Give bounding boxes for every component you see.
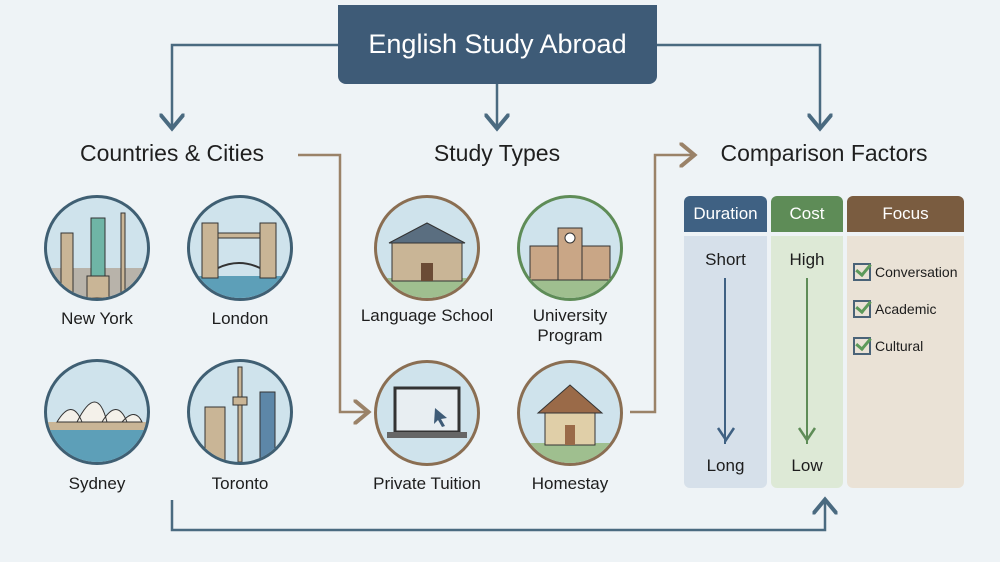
study-types-heading: Study Types xyxy=(433,140,561,166)
study-type-label: University Program xyxy=(532,306,608,345)
private-tuition-icon xyxy=(374,360,480,466)
down-arrow-icon xyxy=(806,278,808,444)
arrowhead-icon xyxy=(797,427,817,443)
focus-label: Conversation xyxy=(875,264,958,280)
homestay-icon xyxy=(517,360,623,466)
cost-high: High xyxy=(789,250,825,269)
duration-long: Long xyxy=(706,456,745,475)
arrowhead-icon xyxy=(716,427,736,443)
london-icon xyxy=(187,195,293,301)
countries-heading: Countries & Cities xyxy=(79,140,265,166)
city-label: London xyxy=(211,309,269,328)
down-arrow-icon xyxy=(724,278,726,444)
city-label: New York xyxy=(61,309,133,328)
cost-column: High Low xyxy=(771,236,843,488)
toronto-icon xyxy=(187,359,293,465)
checkbox-icon xyxy=(853,263,871,281)
focus-item: Academic xyxy=(853,300,936,318)
duration-header: Duration xyxy=(684,196,767,232)
language-school-icon xyxy=(374,195,480,301)
duration-short: Short xyxy=(705,250,746,269)
focus-item: Cultural xyxy=(853,337,923,355)
study-type-label: Private Tuition xyxy=(373,474,481,493)
duration-column: Short Long xyxy=(684,236,767,488)
main-title: English Study Abroad xyxy=(338,5,657,84)
focus-item: Conversation xyxy=(853,263,958,281)
university-program-icon xyxy=(517,195,623,301)
new-york-icon xyxy=(44,195,150,301)
study-type-label: Homestay xyxy=(531,474,609,493)
focus-label: Cultural xyxy=(875,338,924,354)
city-label: Sydney xyxy=(68,474,126,493)
cost-header: Cost xyxy=(771,196,843,232)
study-type-label: Language School xyxy=(360,306,494,325)
checkbox-icon xyxy=(853,337,871,355)
focus-column: Conversation Academic Cultural xyxy=(847,236,964,488)
focus-header: Focus xyxy=(847,196,964,232)
cost-low: Low xyxy=(791,456,823,475)
city-label: Toronto xyxy=(211,474,269,493)
checkbox-icon xyxy=(853,300,871,318)
comparison-heading: Comparison Factors xyxy=(720,140,928,166)
sydney-icon xyxy=(44,359,150,465)
focus-label: Academic xyxy=(875,301,937,317)
